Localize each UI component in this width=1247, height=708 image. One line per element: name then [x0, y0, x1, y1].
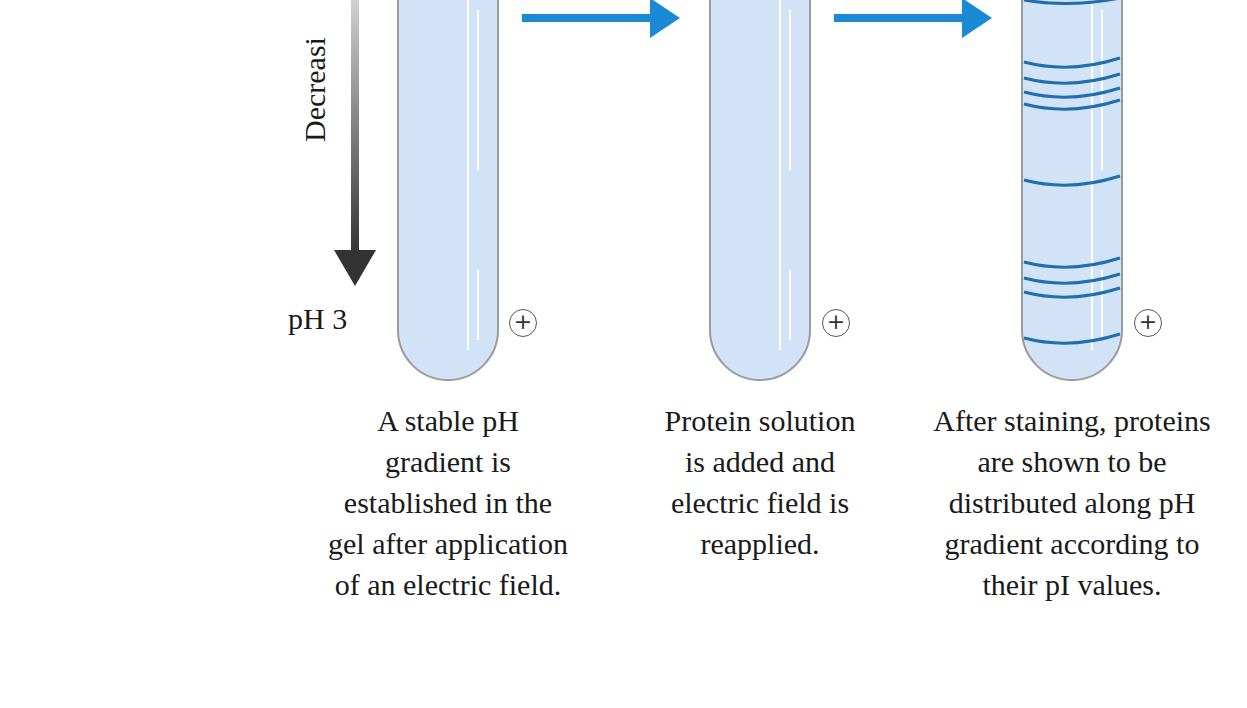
- tube-highlight: [1091, 0, 1093, 350]
- arrow-head: [962, 0, 992, 38]
- step-arrow: [834, 0, 992, 38]
- step-caption: After staining, proteins are shown to be…: [924, 400, 1220, 605]
- plus-sign: +: [1139, 311, 1157, 333]
- anode-symbol: +: [1134, 309, 1162, 337]
- tube-highlight: [1101, 10, 1103, 170]
- ph-label: pH 3: [288, 302, 347, 336]
- tube-outline: [1022, 0, 1122, 380]
- tube-highlight: [789, 270, 791, 340]
- arrow-shaft: [522, 14, 651, 22]
- protein-band: [1024, 58, 1120, 67]
- arrow-shaft: [351, 0, 359, 254]
- anode-symbol: +: [822, 309, 850, 337]
- protein-band: [1024, 258, 1120, 267]
- protein-band: [1024, 0, 1120, 4]
- tube-highlight: [779, 0, 781, 350]
- test-tube: [1020, 0, 1124, 382]
- step-arrow: [522, 0, 680, 38]
- step-caption: Protein solution is added and electric f…: [660, 400, 860, 564]
- tube-outline: [710, 0, 810, 380]
- test-tube-step: Protein solution is added and electric f…: [660, 0, 860, 564]
- test-tube-step: A stable pH gradient is established in t…: [328, 0, 568, 605]
- protein-band: [1024, 74, 1120, 83]
- protein-band: [1024, 88, 1120, 97]
- plus-sign: +: [827, 311, 845, 333]
- tube-highlight: [789, 10, 791, 170]
- test-tube: [396, 0, 500, 382]
- protein-band: [1024, 288, 1120, 297]
- test-tube: [708, 0, 812, 382]
- protein-band: [1024, 176, 1120, 185]
- arrow-shaft: [834, 14, 963, 22]
- protein-band: [1024, 334, 1120, 343]
- arrow-head: [650, 0, 680, 38]
- test-tube-step: After staining, proteins are shown to be…: [924, 0, 1220, 605]
- tube-highlight: [477, 270, 479, 340]
- protein-band: [1024, 274, 1120, 283]
- tube-highlight: [477, 10, 479, 170]
- tube-outline: [398, 0, 498, 380]
- anode-symbol: +: [509, 309, 537, 337]
- tube-highlight: [467, 0, 469, 350]
- arrow-head: [334, 250, 376, 286]
- plus-sign: +: [514, 311, 532, 333]
- axis-label: Decreasi: [298, 37, 332, 142]
- step-caption: A stable pH gradient is established in t…: [328, 400, 568, 605]
- protein-band: [1024, 100, 1120, 109]
